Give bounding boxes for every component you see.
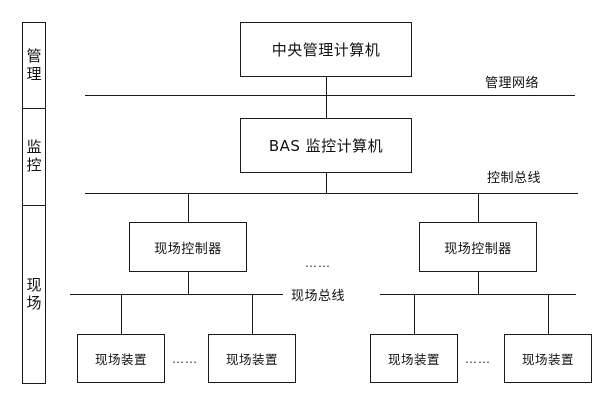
link-management-bus-to-bas xyxy=(326,95,327,118)
link-controller-right-to-field-bus xyxy=(478,272,479,294)
bus-label-field: 现场总线 xyxy=(291,289,346,304)
link-central-to-management-bus xyxy=(326,77,327,95)
tier-cell-monitoring: 监控 xyxy=(22,108,46,206)
link-field-bus-to-device-2 xyxy=(252,294,253,334)
ellipsis-between-controllers: …… xyxy=(305,256,331,270)
node-field-device-3: 现场装置 xyxy=(370,334,458,383)
tier-cell-field: 现场 xyxy=(22,205,46,384)
node-central-management-computer: 中央管理计算机 xyxy=(240,22,412,77)
node-field-controller-left: 现场控制器 xyxy=(129,222,247,272)
link-control-bus-to-controller-right xyxy=(478,193,479,222)
link-field-bus-to-device-1 xyxy=(121,294,122,334)
ellipsis-between-devices-left: …… xyxy=(172,352,198,366)
node-field-controller-right: 现场控制器 xyxy=(419,222,537,272)
bus-label-control: 控制总线 xyxy=(487,171,542,186)
bus-label-management-network: 管理网络 xyxy=(485,76,540,91)
bus-field-left-segment xyxy=(70,294,283,295)
bus-field-right-segment xyxy=(380,294,576,295)
link-field-bus-to-device-3 xyxy=(414,294,415,334)
bus-management-network xyxy=(85,95,575,96)
link-controller-left-to-field-bus xyxy=(188,272,189,294)
node-field-device-2: 现场装置 xyxy=(208,334,296,383)
tier-label-monitoring: 监控 xyxy=(24,139,43,175)
link-control-bus-to-controller-left xyxy=(188,193,189,222)
link-field-bus-to-device-4 xyxy=(548,294,549,334)
node-bas-monitoring-computer: BAS 监控计算机 xyxy=(240,118,412,173)
link-bas-to-control-bus xyxy=(326,173,327,193)
ellipsis-between-devices-right: …… xyxy=(465,352,491,366)
node-field-device-1: 现场装置 xyxy=(77,334,165,383)
tier-label-field: 现场 xyxy=(24,276,43,313)
tier-cell-management: 管理 xyxy=(22,22,46,109)
bus-control xyxy=(85,193,578,194)
tier-label-management: 管理 xyxy=(24,47,43,84)
node-field-device-4: 现场装置 xyxy=(504,334,592,383)
